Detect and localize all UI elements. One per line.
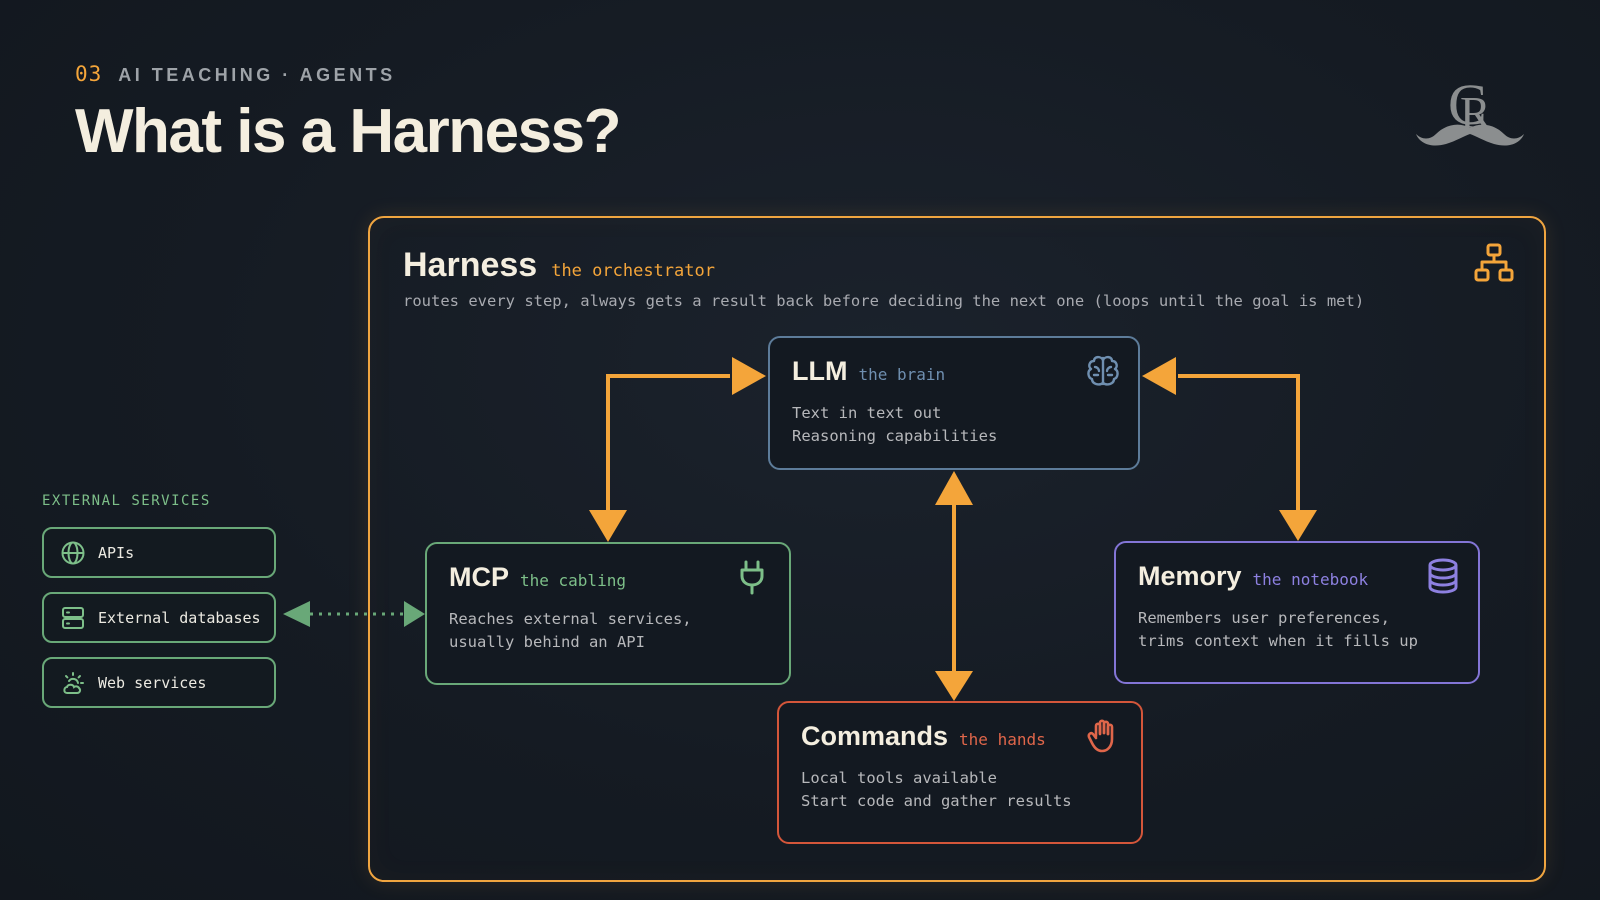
arrowhead-memory (1279, 510, 1317, 541)
globe-icon (61, 541, 85, 564)
commands-subtitle: the hands (959, 730, 1046, 749)
service-web-services[interactable]: Web services (42, 657, 276, 708)
section-number: 03 (75, 62, 103, 86)
llm-box: LLM the brain Text in text out Reasoning… (768, 336, 1140, 470)
harness-description: routes every step, always gets a result … (403, 292, 1365, 310)
harness-frame (368, 216, 1546, 882)
service-label: External databases (98, 608, 261, 627)
harness-subtitle: the orchestrator (551, 261, 715, 281)
logo: C R (1416, 72, 1524, 146)
arrowhead-commands (935, 671, 973, 701)
commands-line-1: Local tools available (801, 769, 997, 787)
memory-subtitle: the notebook (1252, 570, 1369, 589)
memory-description: Remembers user preferences, trims contex… (1138, 607, 1418, 653)
arrowhead-llm-left (732, 357, 766, 395)
hand-icon (1087, 719, 1114, 753)
llm-line-1: Text in text out (792, 404, 942, 422)
llm-subtitle: the brain (858, 365, 946, 384)
llm-line-2: Reasoning capabilities (792, 427, 998, 445)
harness-title: Harness (403, 246, 538, 284)
external-services-label: EXTERNAL SERVICES (42, 493, 211, 509)
arrowhead-mcp-side (404, 601, 425, 627)
mcp-title: MCP (449, 562, 509, 592)
plug-icon (740, 560, 764, 595)
memory-title: Memory (1138, 561, 1242, 591)
mcp-subtitle: the cabling (520, 571, 626, 590)
mcp-description: Reaches external services, usually behin… (449, 608, 692, 654)
page-title: What is a Harness? (75, 97, 621, 166)
commands-title: Commands (801, 721, 949, 751)
service-label: APIs (98, 543, 135, 562)
cloud-sun-icon (63, 671, 84, 694)
harness-header: Harness the orchestrator (403, 246, 715, 285)
mcp-heading: MCP the cabling (449, 562, 626, 593)
memory-line-2: trims context when it fills up (1138, 632, 1418, 650)
service-apis[interactable]: APIs (42, 527, 276, 578)
commands-heading: Commands the hands (801, 721, 1046, 752)
section-label: AI TEACHING · AGENTS (118, 65, 396, 85)
memory-box: Memory the notebook Remembers user prefe… (1114, 541, 1480, 684)
section-eyebrow: 03 AI TEACHING · AGENTS (75, 62, 396, 86)
arrowhead-llm-right (1142, 357, 1176, 395)
service-label: Web services (98, 673, 207, 692)
llm-title: LLM (792, 356, 848, 386)
mcp-line-2: usually behind an API (449, 633, 645, 651)
arrowhead-llm-bottom (935, 471, 973, 505)
service-external-databases[interactable]: External databases (42, 592, 276, 643)
arrow-llm-mcp (606, 374, 730, 514)
arrowhead-external (283, 601, 310, 627)
brain-icon (1087, 355, 1119, 386)
arrow-llm-memory (1178, 374, 1300, 514)
llm-description: Text in text out Reasoning capabilities (792, 402, 997, 448)
arrowhead-mcp (589, 510, 627, 542)
llm-heading: LLM the brain (792, 356, 945, 387)
memory-line-1: Remembers user preferences, (1138, 609, 1390, 627)
network-hierarchy-icon (1474, 243, 1514, 282)
mustache-icon (1416, 124, 1524, 146)
commands-box: Commands the hands Local tools available… (777, 701, 1143, 844)
commands-line-2: Start code and gather results (801, 792, 1072, 810)
mcp-line-1: Reaches external services, (449, 610, 692, 628)
commands-description: Local tools available Start code and gat… (801, 767, 1072, 813)
memory-heading: Memory the notebook (1138, 561, 1368, 592)
mcp-box: MCP the cabling Reaches external service… (425, 542, 791, 685)
database-icon (1428, 558, 1458, 594)
server-icon (62, 606, 84, 629)
